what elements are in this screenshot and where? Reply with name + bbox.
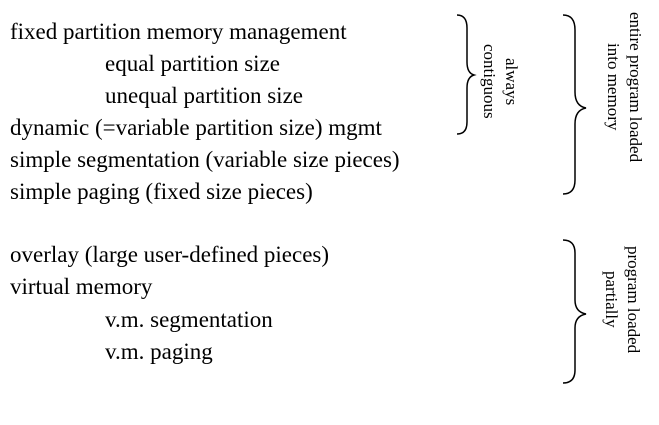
text-unequal-partition: unequal partition size bbox=[105, 83, 303, 108]
text-equal-partition: equal partition size bbox=[105, 51, 280, 76]
text-simple-paging: simple paging (fixed size pieces) bbox=[10, 179, 313, 204]
label-entire-program-loaded: entire program loaded into memory bbox=[602, 12, 646, 162]
label-entire-program: entire program loaded bbox=[626, 12, 645, 163]
label-always: always bbox=[502, 57, 521, 105]
label-into-memory: into memory bbox=[604, 43, 623, 131]
label-program-loaded-partially: program loaded partially bbox=[600, 246, 644, 353]
text-fixed-partition: fixed partition memory management bbox=[10, 19, 347, 44]
label-contiguous: contiguous bbox=[480, 44, 499, 119]
text-vm-paging: v.m. paging bbox=[105, 339, 213, 364]
brace-entire-program bbox=[562, 14, 587, 195]
text-vm-segmentation: v.m. segmentation bbox=[105, 307, 273, 332]
text-overlay: overlay (large user-defined pieces) bbox=[10, 242, 330, 267]
brace-always-contiguous bbox=[456, 14, 477, 135]
label-partially: partially bbox=[602, 271, 621, 328]
brace-program-partially bbox=[562, 239, 587, 384]
text-simple-segmentation: simple segmentation (variable size piece… bbox=[10, 147, 400, 172]
label-program-loaded: program loaded bbox=[624, 246, 643, 354]
text-virtual-memory: virtual memory bbox=[10, 274, 153, 299]
text-dynamic-mgmt: dynamic (=variable partition size) mgmt bbox=[10, 115, 382, 140]
label-always-contiguous: always contiguous bbox=[478, 44, 522, 119]
